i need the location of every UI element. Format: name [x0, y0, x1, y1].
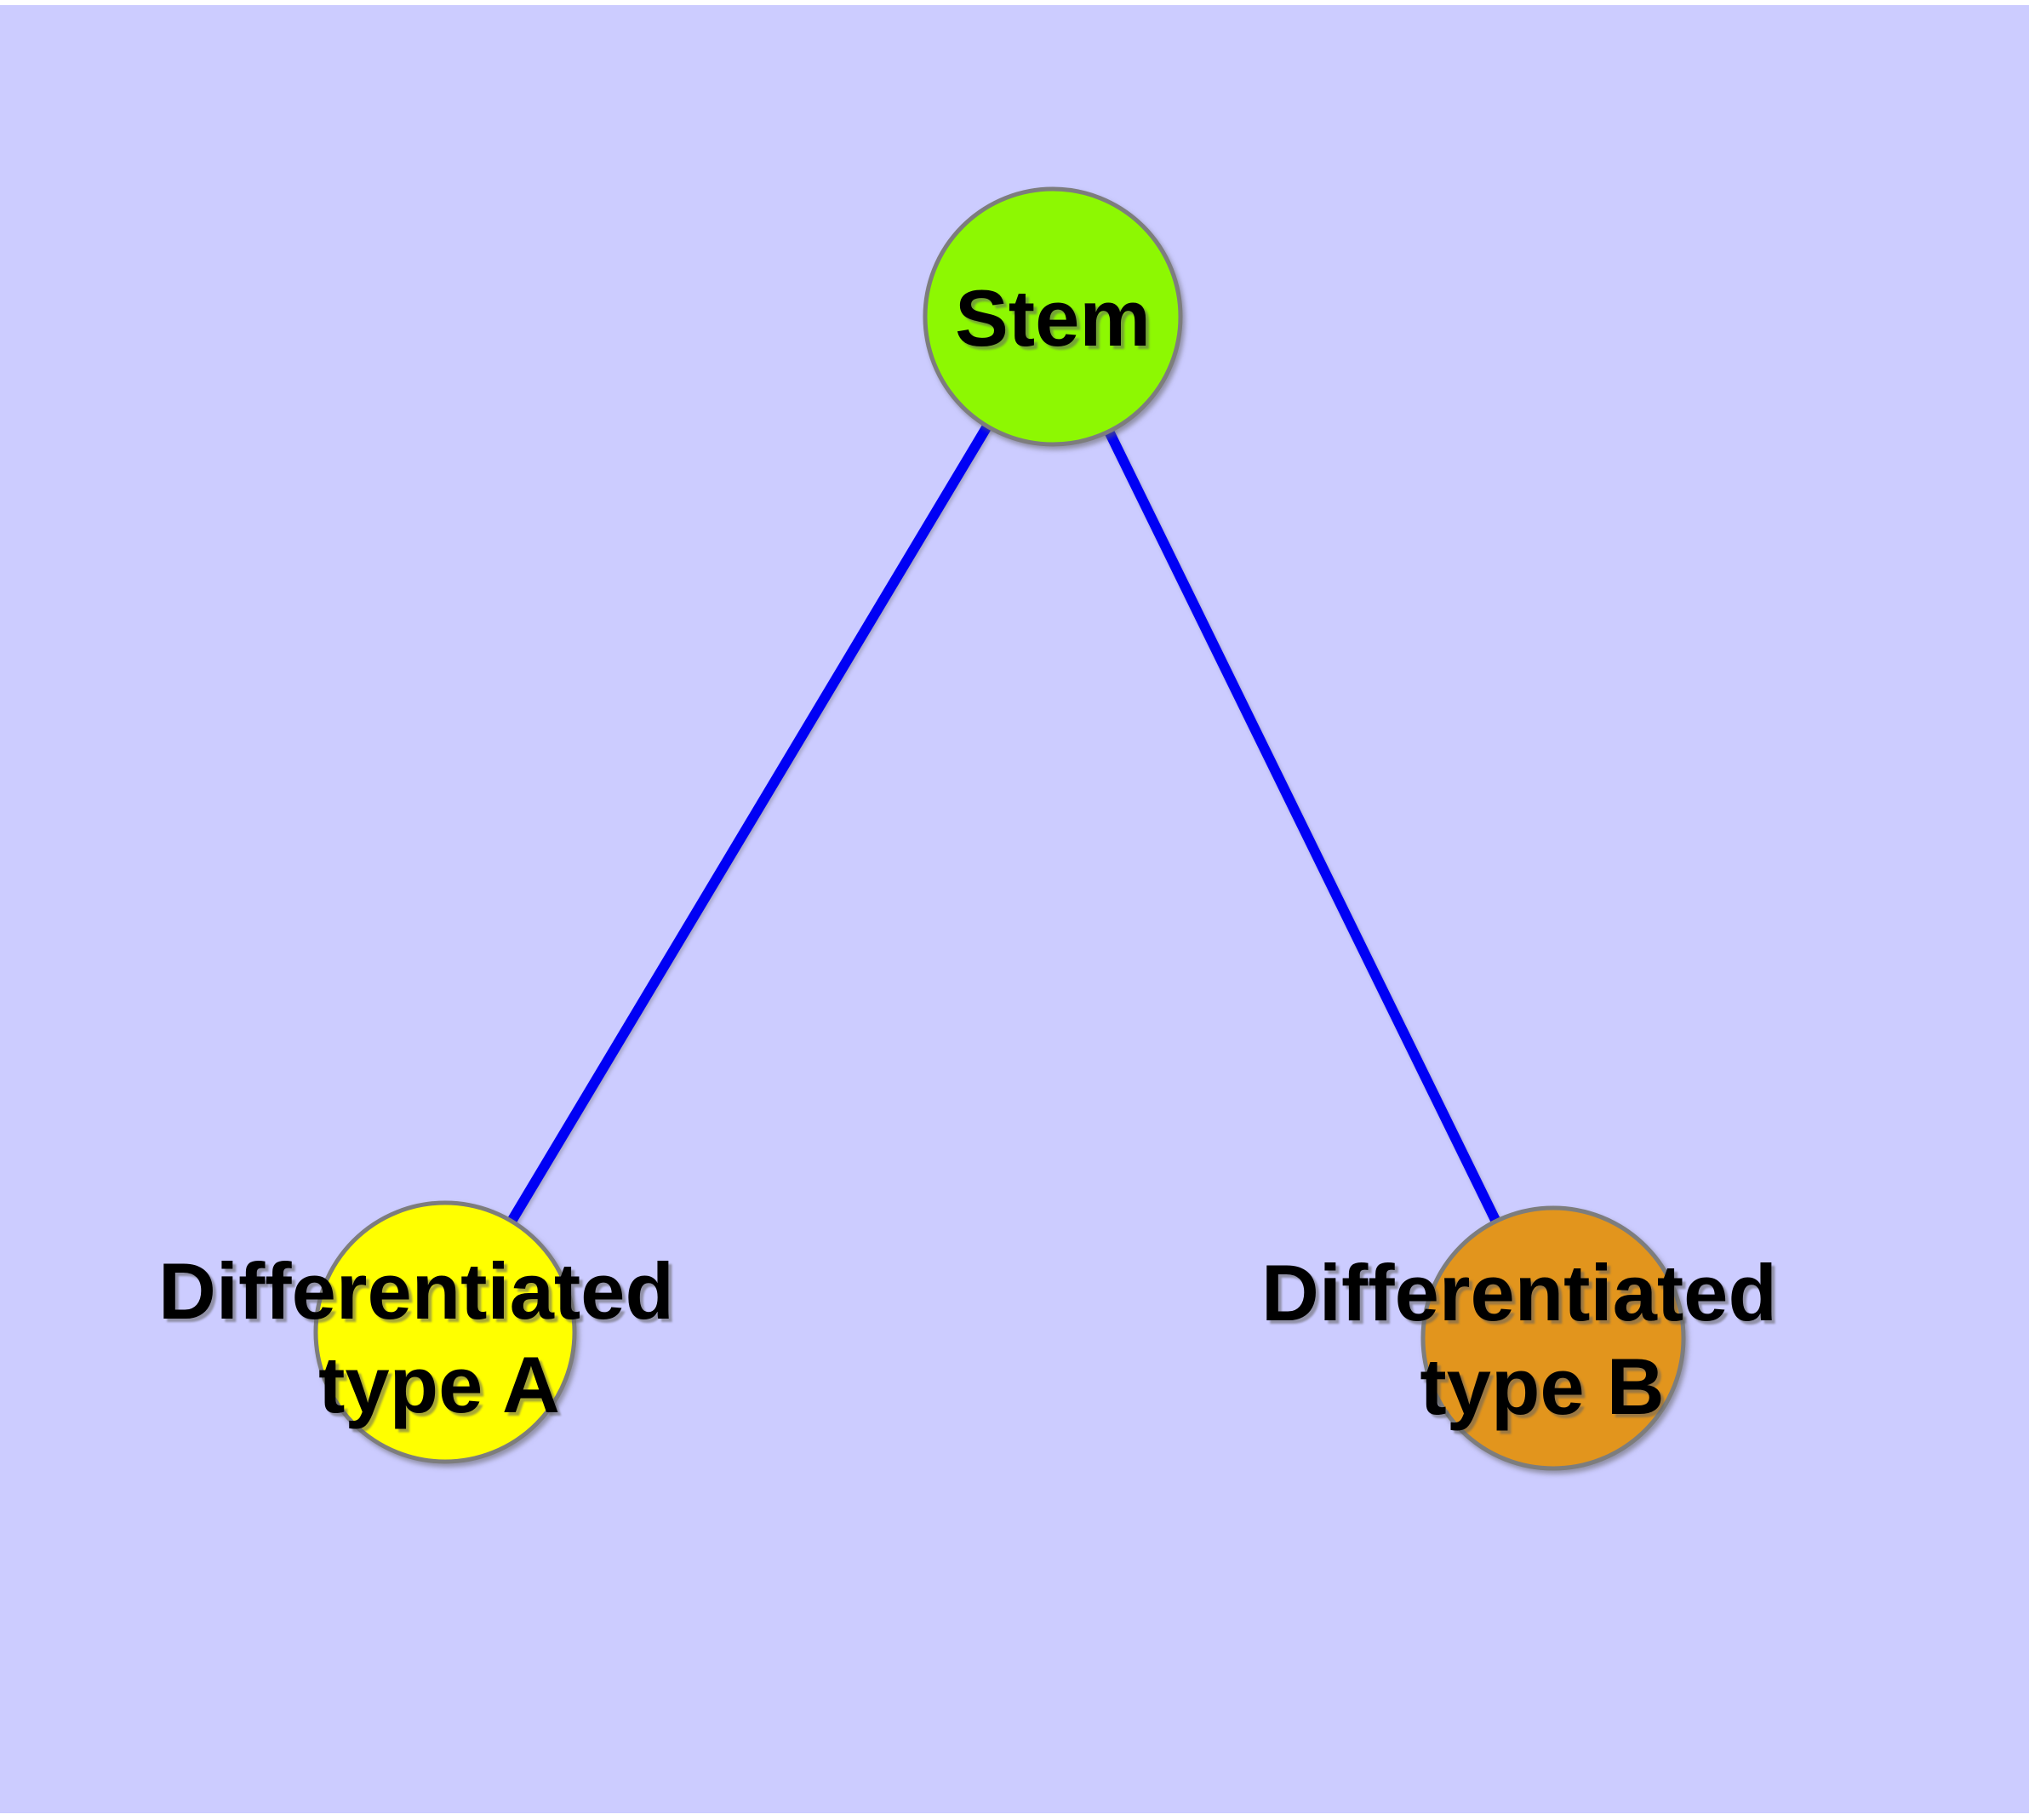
node-type-b-label-line2: type B — [1420, 1342, 1664, 1431]
node-type-a-label: Differentiated type A — [158, 1246, 696, 1429]
node-stem — [923, 186, 1183, 447]
node-type-b-label: Differentiated type B — [1261, 1248, 1799, 1431]
node-type-a-label-line1: Differentiated — [158, 1246, 674, 1336]
node-stem-label: Stem — [955, 273, 1151, 363]
node-type-b-label-line1: Differentiated — [1261, 1248, 1777, 1337]
edge-stem-to-type-a — [440, 312, 1058, 1337]
edge-stem-to-type-b — [1048, 312, 1558, 1343]
node-differentiated-type-a — [313, 1200, 577, 1464]
node-type-a-label-line2: type A — [318, 1340, 560, 1429]
node-differentiated-type-b — [1420, 1205, 1686, 1471]
